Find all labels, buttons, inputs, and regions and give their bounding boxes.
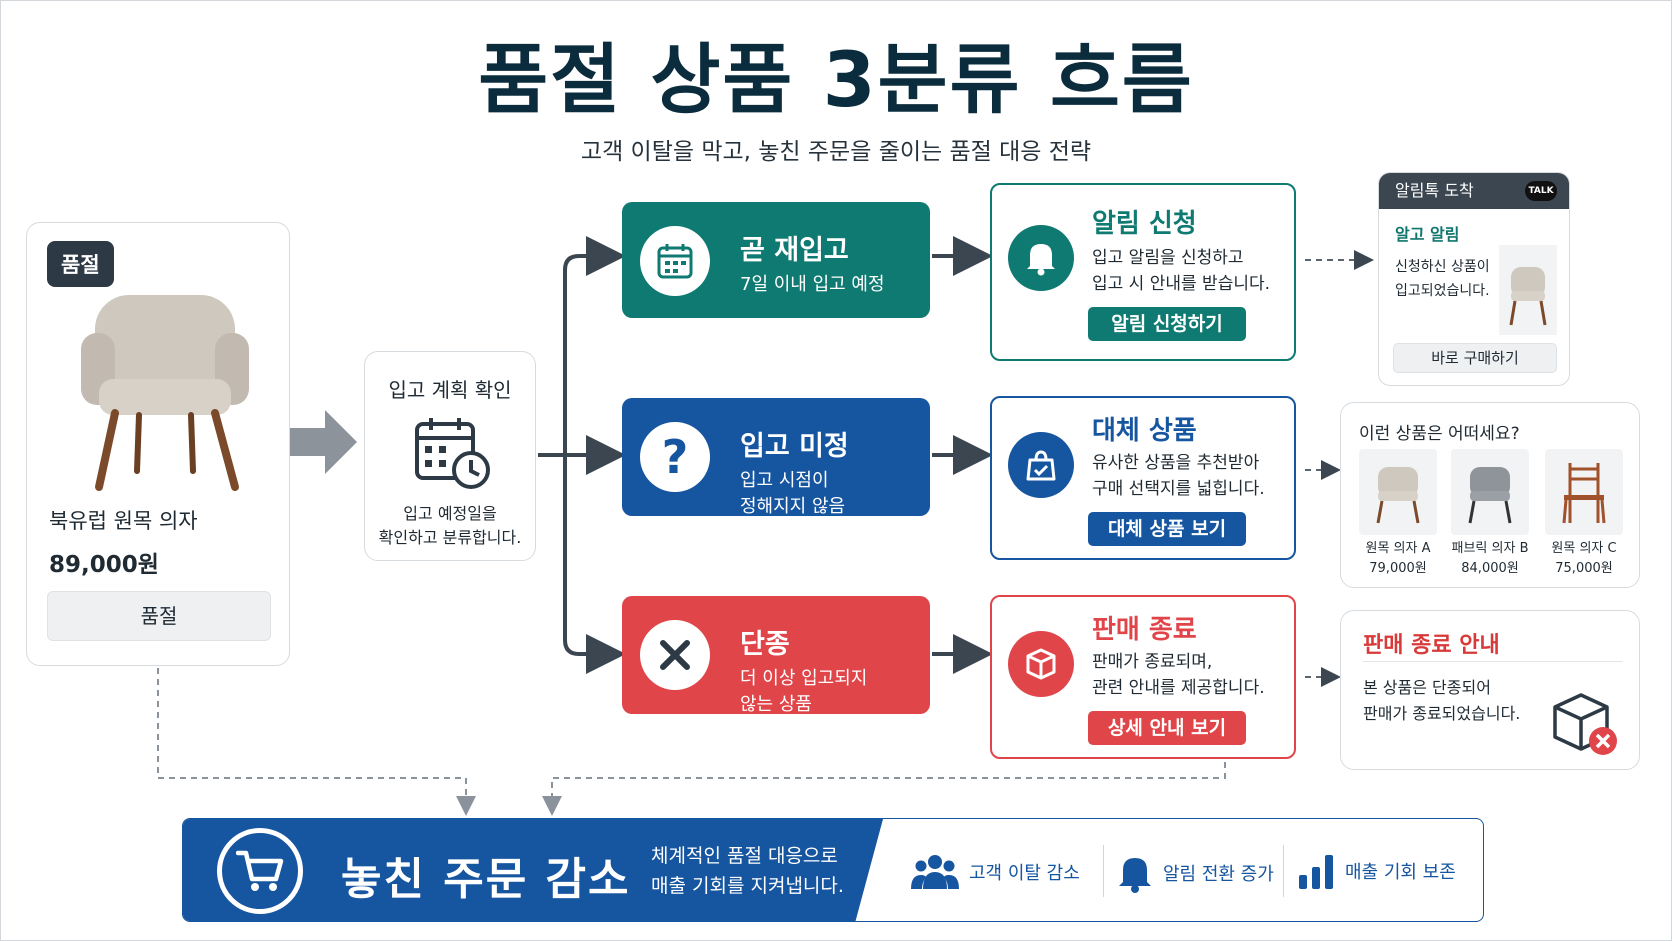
chair-image — [1451, 449, 1529, 535]
category-title: 입고 미정 — [740, 424, 849, 463]
restock-plan-check-card: 입고 계획 확인 입고 예정일을 확인하고 분류합니다. — [364, 351, 536, 561]
users-icon — [911, 853, 959, 891]
result-description: 판매가 종료되며,관련 안내를 제공합니다. — [1092, 649, 1265, 701]
recommendation-title: 이런 상품은 어떠세요? — [1359, 419, 1520, 444]
product-price: 89,000원 — [49, 545, 159, 579]
chair-image — [1545, 449, 1623, 535]
benefit-notify-conversion: 알림 전환 증가 — [1117, 853, 1274, 893]
end-sale-detail-button[interactable]: 상세 안내 보기 — [1088, 711, 1246, 745]
benefit-revenue-opportunity: 매출 기회 보존 — [1297, 853, 1456, 889]
chair-thumbnail — [1499, 245, 1557, 335]
bell-icon — [1117, 853, 1153, 893]
buy-now-button[interactable]: 바로 구매하기 — [1393, 343, 1557, 373]
calendar-icon — [640, 226, 710, 296]
result-title: 대체 상품 — [1092, 410, 1197, 447]
bell-icon — [1008, 225, 1074, 291]
product-card: 품절 북유럽 원목 의자 89,000원 품절 — [26, 222, 290, 666]
cart-icon — [217, 828, 303, 914]
result-end-of-sale: 판매 종료 판매가 종료되며,관련 안내를 제공합니다. 상세 안내 보기 — [990, 595, 1296, 759]
soldout-status-button[interactable]: 품절 — [47, 591, 271, 641]
category-title: 단종 — [740, 622, 790, 661]
check-description: 입고 예정일을 확인하고 분류합니다. — [365, 502, 535, 550]
calendar-clock-icon — [413, 414, 493, 492]
main-flow-arrow — [290, 410, 357, 474]
result-title: 판매 종료 — [1092, 609, 1197, 646]
alternative-products-button[interactable]: 대체 상품 보기 — [1088, 512, 1246, 546]
check-title: 입고 계획 확인 — [365, 374, 535, 403]
alimtalk-subtitle: 알고 알림 — [1395, 221, 1459, 245]
talk-bubble-icon: TALK — [1525, 181, 1557, 201]
divider — [1283, 845, 1284, 897]
benefit-customer-churn: 고객 이탈 감소 — [911, 853, 1080, 891]
box-icon — [1008, 631, 1074, 697]
branch-arrow-restock — [565, 256, 618, 455]
notify-request-button[interactable]: 알림 신청하기 — [1088, 307, 1246, 341]
broken-box-icon — [1547, 685, 1621, 759]
category-description: 7일 이내 입고 예정 — [740, 272, 885, 298]
question-icon: ? — [640, 422, 710, 492]
category-restock-soon: 곧 재입고 7일 이내 입고 예정 — [622, 202, 930, 318]
result-title: 알림 신청 — [1092, 203, 1197, 240]
category-title: 곧 재입고 — [740, 228, 849, 267]
banner-title: 놓친 주문 감소 — [341, 843, 631, 907]
branch-arrow-discontinued — [565, 455, 618, 654]
divider — [1103, 845, 1104, 897]
product-name: 북유럽 원목 의자 — [49, 505, 198, 535]
divider — [1363, 661, 1623, 662]
shopping-bag-icon — [1008, 432, 1074, 498]
end-sale-notice-title: 판매 종료 안내 — [1363, 627, 1500, 659]
bar-chart-icon — [1297, 853, 1335, 889]
x-icon — [640, 620, 710, 690]
chair-image — [1359, 449, 1437, 535]
chair-image — [75, 275, 255, 495]
